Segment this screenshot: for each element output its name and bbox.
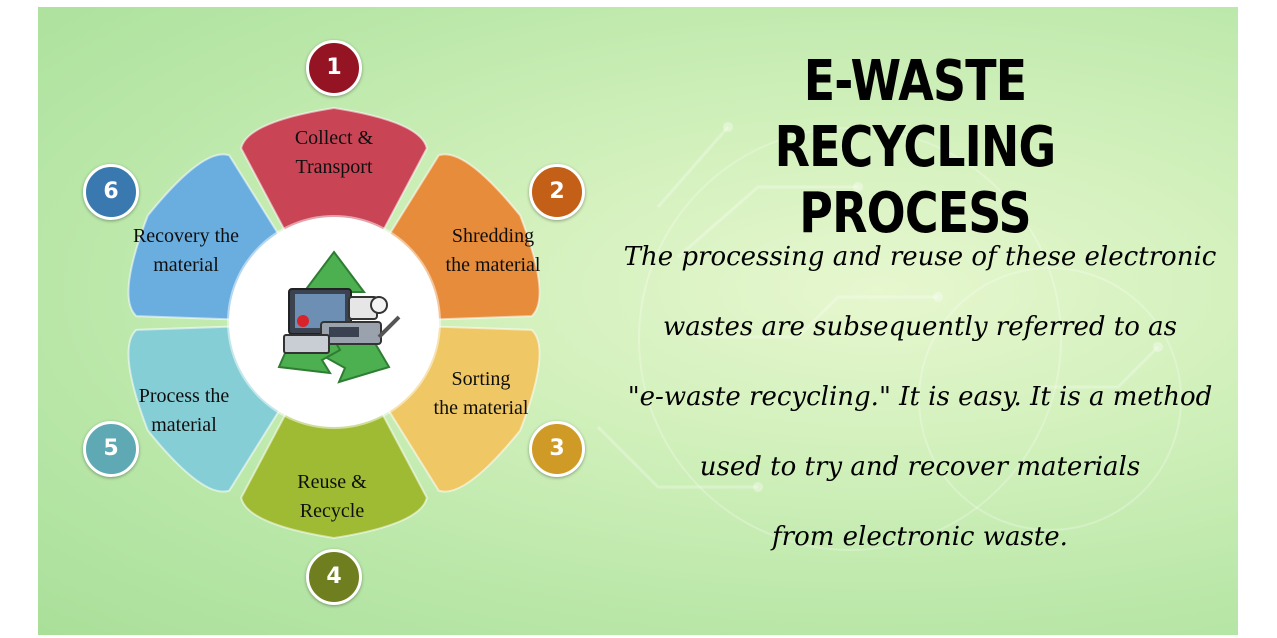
center-circle [229, 217, 439, 427]
description-line: from electronic waste. [772, 522, 1068, 552]
step-6-badge: 6 [83, 164, 139, 220]
page-title: E-WASTE RECYCLING PROCESS [774, 49, 1057, 246]
step-4-label: Reuse &Recycle [297, 471, 367, 522]
description-line: wastes are subsequently referred to as [662, 312, 1177, 342]
step-3-badge: 3 [529, 421, 585, 477]
step-5-badge: 5 [83, 421, 139, 477]
description-line: used to try and recover materials [699, 452, 1141, 482]
step-4-badge: 4 [306, 549, 362, 605]
description: The processing and reuse of these electr… [620, 222, 1220, 572]
description-line: "e-waste recycling." It is easy. It is a… [627, 382, 1213, 412]
step-1-badge: 1 [306, 40, 362, 96]
background-circuit-decoration [596, 122, 1163, 492]
description-line: The processing and reuse of these electr… [623, 242, 1217, 272]
step-1-label: Collect &Transport [294, 127, 374, 178]
step-2-badge: 2 [529, 164, 585, 220]
recycling-electronics-icon [277, 250, 401, 384]
background-circle-decoration [918, 267, 1182, 531]
